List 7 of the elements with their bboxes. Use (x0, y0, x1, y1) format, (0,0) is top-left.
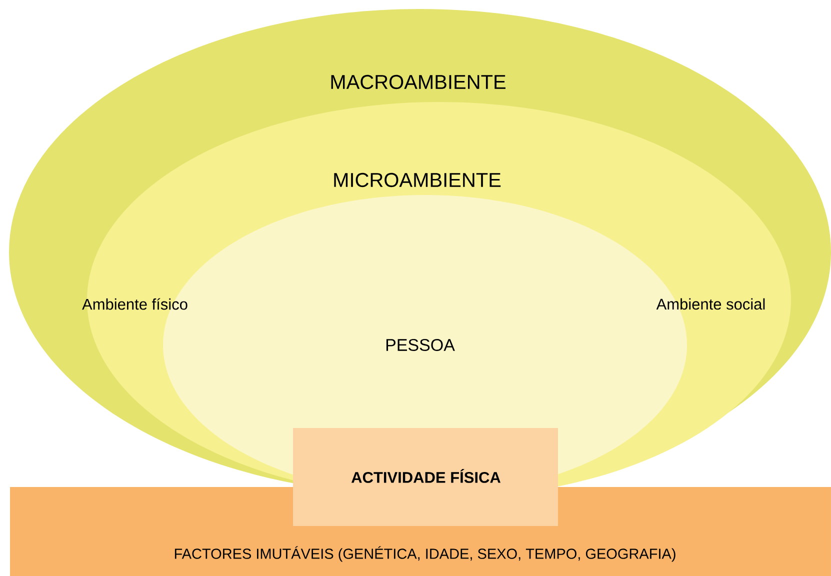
ring-title: MICROAMBIENTE (334, 172, 501, 188)
ring-title: MACROAMBIENTE (331, 74, 506, 90)
ring-title: PESSOA (386, 338, 455, 352)
ring-label: Ambiente social (656, 298, 765, 310)
box-label: ACTIVIDADE FÍSICA (351, 469, 500, 483)
ring-label: Ambiente físico (82, 298, 188, 310)
band-label: FACTORES IMUTÁVEIS (GENÉTICA, IDADE, SEXO, TEMPO, GEOGRAFIA) (174, 546, 676, 562)
